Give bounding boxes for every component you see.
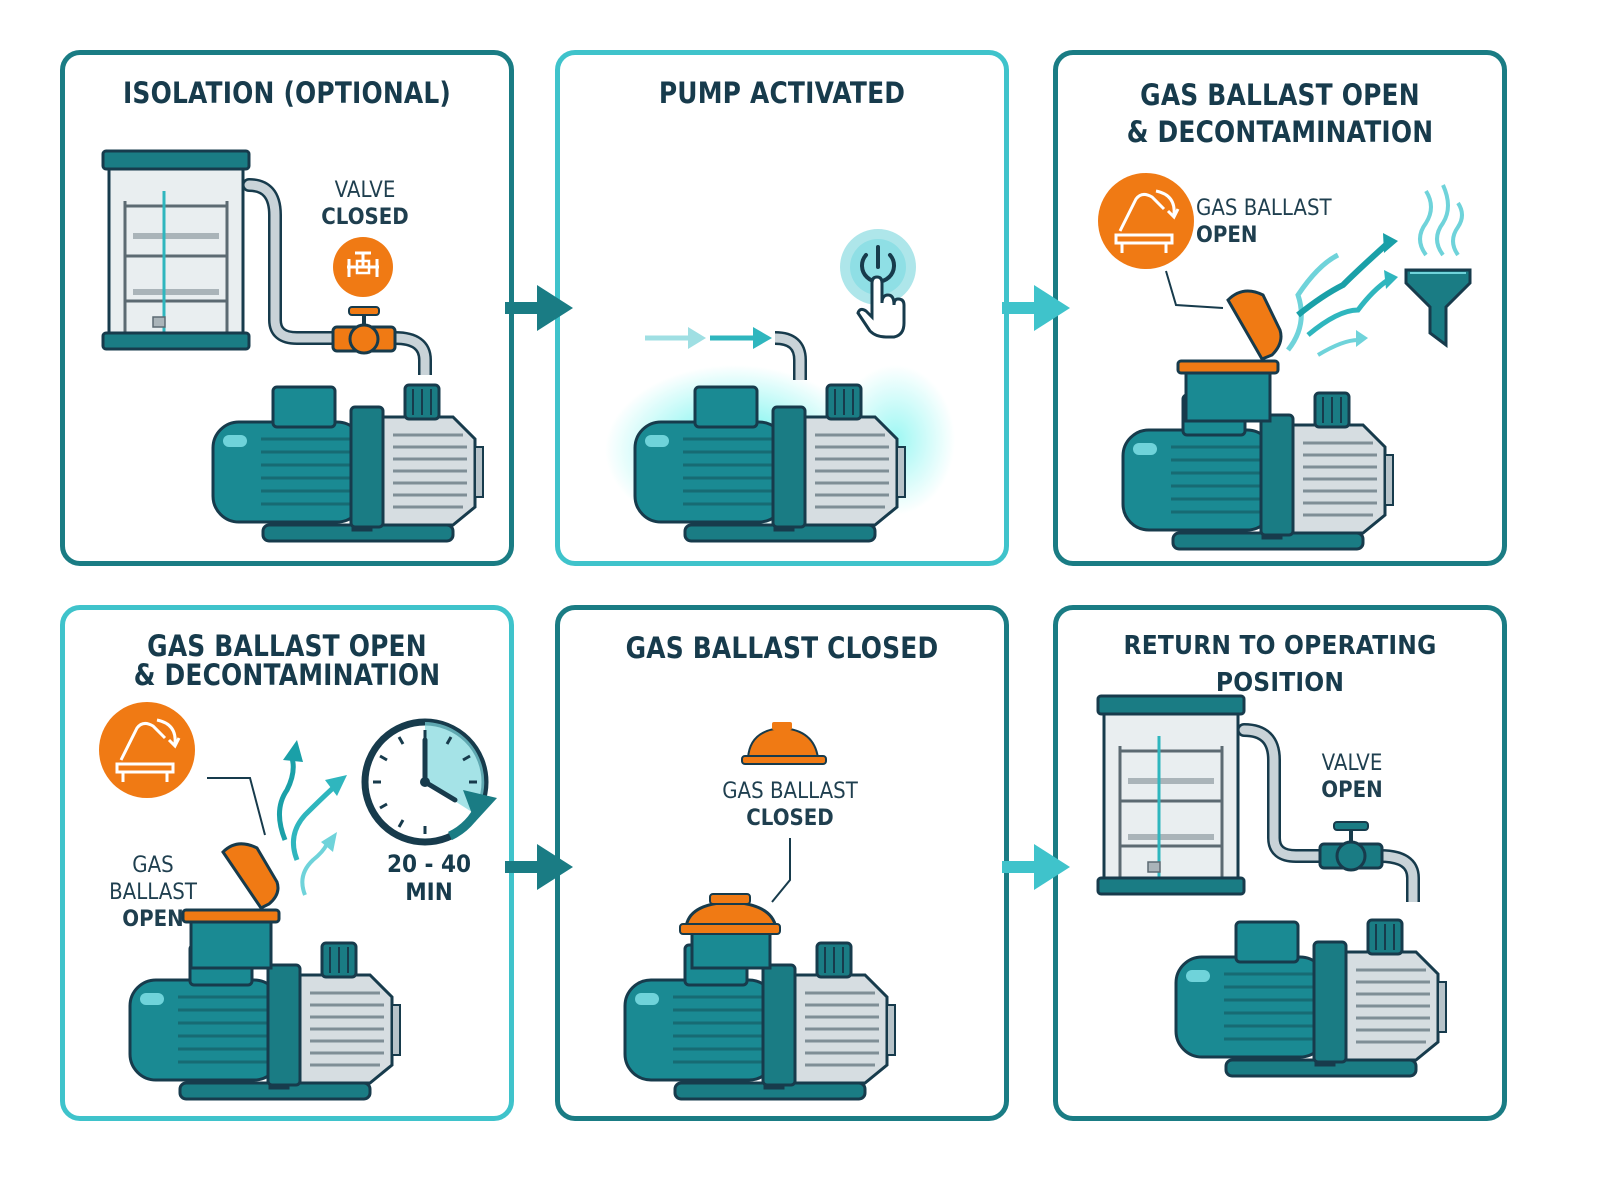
- power-button-icon[interactable]: [840, 229, 916, 305]
- pointing-hand-icon: [856, 275, 906, 339]
- exhaust-filter-icon: [1404, 184, 1472, 348]
- decontamination-illustration: [97, 700, 497, 1101]
- return-to-operating-illustration: [1096, 694, 1448, 1078]
- pump-activated-illustration: [605, 229, 955, 543]
- panel-gas-ballast-open: GAS BALLAST OPEN & DECONTAMINATION: [1053, 50, 1507, 566]
- panel-pump-activated: PUMP ACTIVATED: [555, 50, 1009, 566]
- ballast-cap-open: [1176, 289, 1283, 423]
- gas-ballast-open-illustration: [1096, 171, 1472, 551]
- panel-return-to-operating: RETURN TO OPERATING POSITION VALVE OPEN: [1053, 605, 1507, 1121]
- gas-flow-arrows: [1286, 233, 1398, 357]
- isolation-illustration: [101, 149, 485, 543]
- clock-icon: [361, 718, 497, 846]
- panel-gas-ballast-decontamination: GAS BALLAST OPEN & DECONTAMINATION: [60, 605, 514, 1121]
- panel-gas-ballast-closed: GAS BALLAST CLOSED GAS BALLAST CLOSED: [555, 605, 1009, 1121]
- timer-duration: 20 - 40 MIN: [386, 850, 472, 906]
- gas-ballast-closed-label: GAS BALLAST CLOSED: [722, 779, 858, 831]
- valve-open-label: VALVE OPEN: [1321, 751, 1383, 803]
- panel-title: GAS BALLAST OPEN & DECONTAMINATION: [1126, 78, 1434, 149]
- valve-closed-label: VALVE CLOSED: [321, 178, 409, 230]
- gas-ballast-closed-illustration: [623, 722, 897, 1101]
- airflow-arrows: [645, 327, 772, 349]
- panel-title: ISOLATION (OPTIONAL): [122, 76, 452, 110]
- ballast-cap-open: [181, 842, 281, 970]
- step-arrow-1-to-2: [505, 285, 573, 331]
- ballast-cap-closed: [679, 893, 781, 970]
- panel-title: RETURN TO OPERATING POSITION: [1123, 631, 1437, 698]
- ballast-cap-closed-icon: [741, 722, 827, 765]
- open-valve-icon: [1318, 821, 1384, 872]
- panel-title: GAS BALLAST CLOSED: [625, 631, 939, 665]
- step-arrow-2-to-3: [1002, 285, 1070, 331]
- gas-ballast-icon: [1096, 171, 1196, 271]
- step-arrow-4-to-5: [505, 844, 573, 890]
- panel-isolation: ISOLATION (OPTIONAL) VALVE CLOSED: [60, 50, 514, 566]
- gas-flow-arrows: [277, 740, 347, 896]
- panel-title: PUMP ACTIVATED: [658, 76, 906, 110]
- step-arrow-5-to-6: [1002, 844, 1070, 890]
- panel-title: GAS BALLAST OPEN & DECONTAMINATION: [133, 629, 441, 692]
- closed-valve-icon: [331, 306, 397, 355]
- gas-ballast-open-label: GAS BALLAST OPEN: [1196, 196, 1332, 248]
- gas-ballast-open-label: GAS BALLAST OPEN: [109, 853, 197, 932]
- gas-ballast-icon: [97, 700, 197, 800]
